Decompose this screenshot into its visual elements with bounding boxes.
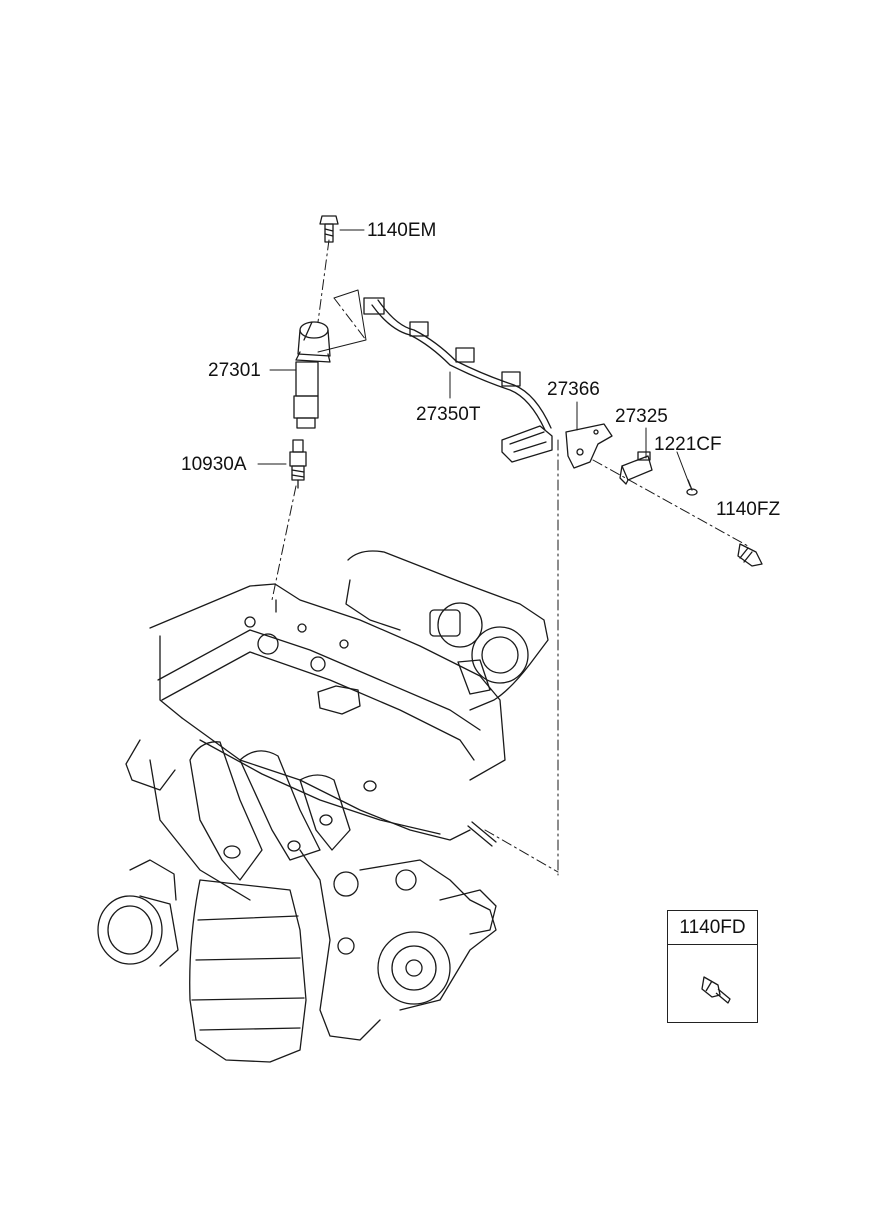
wiring-harness-27350t bbox=[363, 297, 553, 463]
bolt-1140em bbox=[319, 215, 339, 243]
label-10930a: 10930A bbox=[181, 454, 247, 475]
reference-box-label: 1140FD bbox=[668, 911, 757, 945]
bolt-icon bbox=[701, 976, 731, 1004]
sensor-27325 bbox=[619, 451, 653, 485]
label-1140em: 1140EM bbox=[367, 220, 437, 241]
label-27325: 27325 bbox=[615, 406, 668, 427]
label-27350t: 27350T bbox=[416, 404, 481, 425]
dashed-lines bbox=[271, 239, 749, 876]
reference-box-1140fd: 1140FD bbox=[667, 910, 758, 1023]
engine-assembly bbox=[97, 550, 549, 1063]
coil-bracket-outline bbox=[317, 289, 367, 353]
leader-lines bbox=[257, 229, 691, 487]
bracket-27366 bbox=[565, 423, 613, 469]
screw-1221cf bbox=[686, 479, 698, 496]
label-27366: 27366 bbox=[547, 379, 600, 400]
label-27301: 27301 bbox=[208, 360, 261, 381]
label-1221cf: 1221CF bbox=[654, 434, 722, 455]
bolt-1140fz bbox=[737, 543, 763, 567]
spark-plug-10930a bbox=[289, 439, 307, 489]
label-1140fz: 1140FZ bbox=[716, 499, 781, 520]
ignition-coil-27301 bbox=[293, 321, 331, 429]
